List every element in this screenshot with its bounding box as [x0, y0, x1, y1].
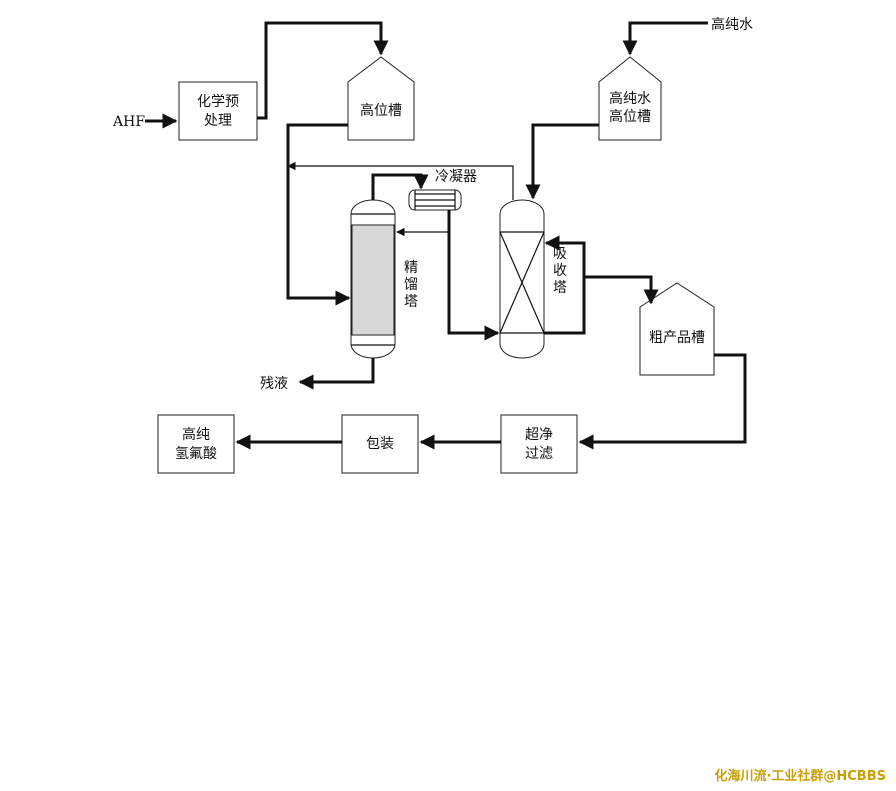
flow-distill-to-condenser — [371, 173, 429, 200]
head-tank-label: 高位槽 — [360, 102, 402, 119]
watermark: 化海川流·工业社群@HCBBS — [714, 769, 886, 784]
flow-reflux-line — [287, 161, 514, 200]
absorb-label-2: 收 — [553, 263, 567, 279]
pretreatment-label-1: 化学预 — [197, 94, 239, 110]
packing-label: 包装 — [366, 436, 394, 452]
ultra-filtration-unit: 超净 过滤 — [500, 414, 578, 474]
filter-label-1: 超净 — [525, 427, 553, 443]
residue-output-label: 残液 — [260, 376, 288, 392]
flow-distill-residue — [298, 358, 375, 390]
pretreatment-unit: 化学预 处理 — [178, 81, 258, 141]
product-label-1: 高纯 — [182, 426, 210, 443]
packing-unit: 包装 — [341, 414, 419, 474]
flow-absorber-circulation — [544, 235, 586, 335]
pure-water-head-tank: 高纯水 高位槽 — [598, 56, 662, 141]
flow-condenser-return — [396, 210, 450, 237]
flow-headtank-to-distill — [286, 123, 351, 306]
flow-puretank-to-absorber — [525, 123, 599, 200]
condenser-label: 冷凝器 — [435, 169, 477, 185]
flow-condenser-to-absorber — [447, 210, 500, 341]
head-tank: 高位槽 — [347, 56, 415, 141]
crude-product-tank: 粗产品槽 — [639, 282, 715, 376]
flow-pretreat-to-headtank — [257, 21, 389, 120]
final-product-unit: 高纯 氢氟酸 — [157, 414, 235, 474]
flow-purewater-to-tank — [622, 21, 708, 56]
pretreatment-label-2: 处理 — [204, 113, 232, 129]
pure-water-input-label: 高纯水 — [711, 16, 753, 33]
absorb-label-3: 塔 — [553, 280, 567, 296]
pure-water-tank-label-1: 高纯水 — [609, 90, 651, 107]
ahf-input-label: AHF — [112, 114, 145, 130]
flow-circulation-to-crude-tank — [584, 275, 659, 305]
distillation-column: 精 馏 塔 — [350, 199, 418, 359]
absorb-label-1: 吸 — [553, 246, 567, 262]
distill-label-2: 馏 — [404, 277, 418, 293]
filter-label-2: 过滤 — [525, 446, 553, 462]
pure-water-tank-label-2: 高位槽 — [609, 108, 651, 125]
distill-label-3: 塔 — [404, 294, 418, 310]
crude-tank-label: 粗产品槽 — [649, 330, 705, 346]
product-label-2: 氢氟酸 — [175, 446, 217, 462]
flow-crude-to-filter — [578, 353, 747, 450]
condenser: 冷凝器 — [408, 169, 477, 211]
distill-label-1: 精 — [404, 260, 418, 276]
